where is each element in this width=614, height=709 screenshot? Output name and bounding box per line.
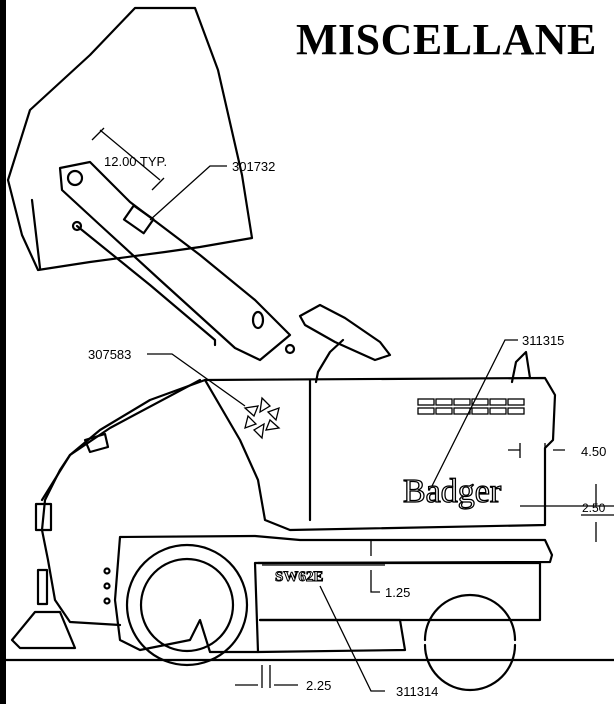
part-301732-label: 301732 — [232, 159, 275, 174]
dim-4-50-lines — [508, 443, 565, 458]
leader-311314 — [319, 585, 385, 692]
skirt-lower — [256, 618, 407, 654]
rear-wheel — [423, 593, 517, 692]
dim-2-50-label: 2.50 — [582, 501, 606, 515]
hopper-inner-edge — [30, 198, 42, 270]
lift-strut — [75, 224, 217, 347]
pinwheel-decal — [243, 396, 281, 440]
front-linkage — [40, 378, 202, 502]
hopper-decal-box — [122, 204, 155, 235]
steering-column — [314, 338, 345, 384]
leader-307583 — [147, 353, 246, 407]
dim-2-50-lines — [520, 484, 614, 542]
arm-pivot-top — [66, 169, 84, 187]
seat-back — [510, 350, 532, 384]
dim-1-25-lines — [262, 540, 385, 593]
front-wheel — [125, 543, 249, 667]
dim-typ-bracket — [91, 127, 165, 191]
body-outline — [203, 376, 557, 532]
arm-bolt — [284, 343, 296, 355]
part-311314-label: 311314 — [396, 684, 438, 699]
arm-slot-hole — [251, 310, 265, 330]
side-brush — [10, 610, 77, 650]
leader-311315 — [431, 339, 518, 487]
brand-decal: Badger — [403, 473, 502, 510]
dim-typ-label: 12.00 TYP. — [104, 154, 167, 169]
lift-arm — [58, 160, 292, 362]
front-light — [34, 502, 53, 532]
front-bumper — [36, 568, 49, 606]
dim-2-25-label: 2.25 — [306, 678, 331, 693]
left-border — [0, 0, 6, 704]
chassis-bolt-1 — [103, 567, 111, 575]
chassis-bolt-2 — [103, 582, 111, 590]
dim-2-25-lines — [235, 665, 298, 688]
arm-pivot-lower — [71, 220, 83, 232]
lower-chassis — [113, 534, 554, 654]
front-fairing — [40, 378, 207, 627]
chassis-bolt-3 — [103, 597, 111, 605]
dim-1-25-label: 1.25 — [385, 585, 410, 600]
part-311315-label: 311315 — [522, 333, 564, 348]
page-title: MISCELLANE — [296, 15, 597, 64]
dim-4-50-label: 4.50 — [581, 444, 606, 459]
leader-301732 — [149, 165, 227, 221]
front-bracket — [83, 432, 110, 454]
body-vents — [417, 398, 525, 415]
hopper-outline — [6, 6, 254, 272]
steering-wheel — [298, 303, 392, 362]
model-decal: SW62E — [275, 569, 323, 585]
part-307583-label: 307583 — [88, 347, 131, 362]
